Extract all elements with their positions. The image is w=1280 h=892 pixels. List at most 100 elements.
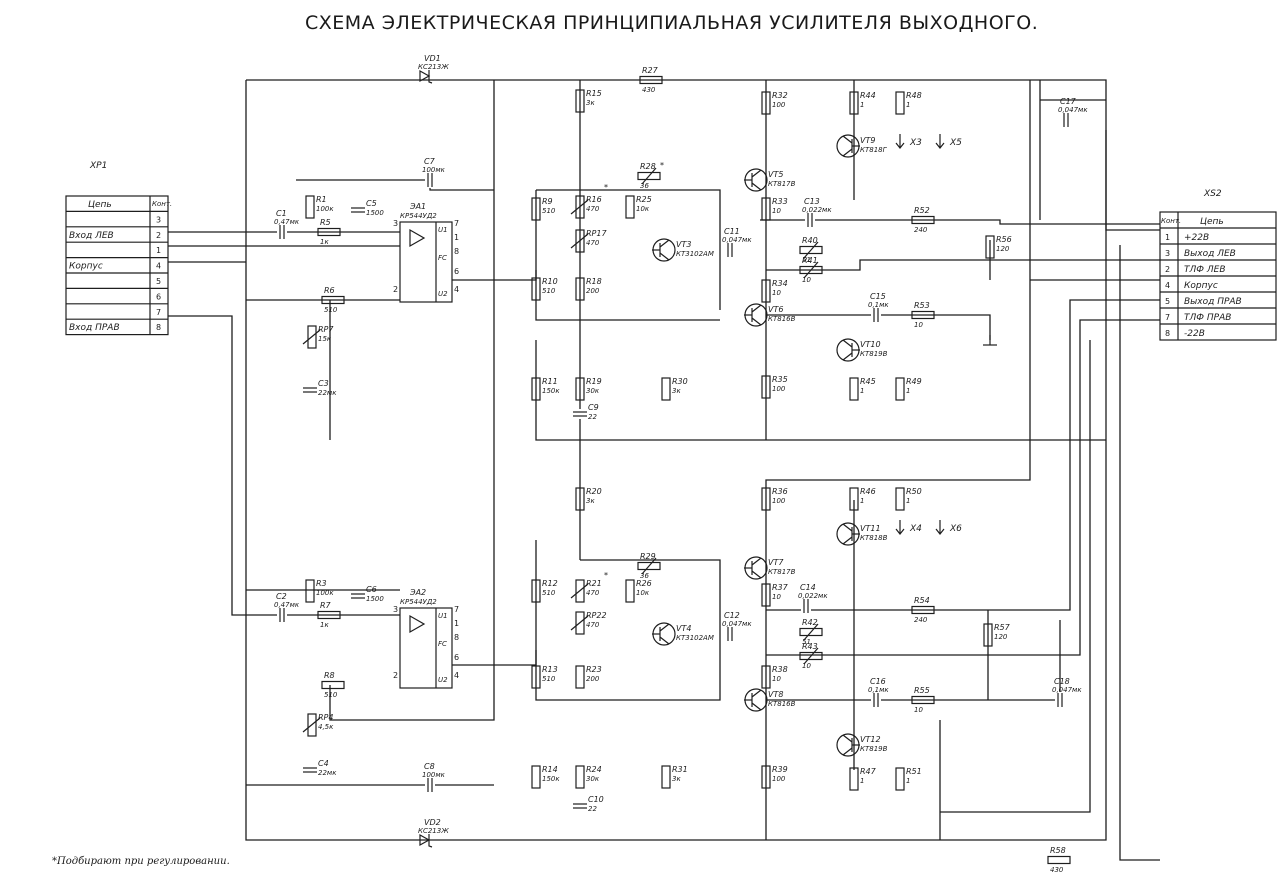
resistor-rp17 <box>570 229 589 253</box>
component-value-r20: 3к <box>586 497 595 505</box>
component-value-r53: 10 <box>914 321 923 329</box>
asterisk-r28: * <box>660 161 664 170</box>
resistor-r39 <box>761 765 771 789</box>
terminal-arrow-x3 <box>895 134 905 149</box>
capacitor-c6 <box>350 591 366 601</box>
component-ref-r8: R8 <box>324 671 335 680</box>
component-ref-r34: R34 <box>772 279 788 288</box>
component-ref-vt9: VT9 <box>860 136 875 145</box>
net-mid-bus <box>535 340 1106 441</box>
resistor-r38 <box>761 665 771 689</box>
component-ref-r14: R14 <box>542 765 558 774</box>
component-value-r26: 10к <box>636 589 650 597</box>
component-ref-vd1: VD1 <box>424 54 441 63</box>
component-value-r49: 1 <box>906 387 910 395</box>
component-ref-r11: R11 <box>542 377 558 386</box>
net-r43-out <box>766 319 1160 656</box>
component-ref-r15: R15 <box>586 89 602 98</box>
diode-vd1 <box>419 69 433 84</box>
opamp-pin-6-2: 6 <box>454 653 459 662</box>
resistor-r36 <box>761 487 771 511</box>
component-value-c18: 0,047мк <box>1052 686 1082 694</box>
asterisk-r21: * <box>604 571 608 580</box>
opamp-pin-7-1: 7 <box>454 219 459 228</box>
component-ref-r29: R29 <box>640 552 656 561</box>
resistor-r48 <box>895 91 905 115</box>
net-c7 <box>296 179 494 191</box>
net-lower-loop <box>535 540 721 701</box>
component-ref-r24: R24 <box>586 765 602 774</box>
component-ref-rp17: RP17 <box>586 229 607 238</box>
transistor-vt11 <box>836 522 860 546</box>
opamp-1 <box>399 221 453 303</box>
component-ref-r45: R45 <box>860 377 876 386</box>
capacitor-c2 <box>277 607 287 623</box>
resistor-r54 <box>911 605 935 615</box>
connector-xs2-header-net: Цепь <box>1200 217 1224 227</box>
net-ic2-out <box>452 650 537 666</box>
connector-xp1-header-net: Цепь <box>88 200 112 210</box>
component-ref-c13: C13 <box>804 197 820 206</box>
component-value-r32: 100 <box>772 101 786 109</box>
component-ref-r27: R27 <box>642 66 659 75</box>
terminal-arrow-x4 <box>895 520 905 535</box>
resistor-rp7 <box>302 325 321 349</box>
resistor-r7 <box>317 610 341 620</box>
opamp-mark-u2-1: U2 <box>438 290 448 298</box>
capacitor-c18 <box>1055 692 1065 708</box>
opamp-pin-4-2: 4 <box>454 671 459 680</box>
component-ref-c1: C1 <box>276 209 287 218</box>
component-value-r10: 510 <box>542 287 556 295</box>
resistor-r57 <box>983 623 993 647</box>
resistor-r9 <box>531 197 541 221</box>
component-ref-r56: R56 <box>996 235 1012 244</box>
resistor-r1 <box>305 195 315 219</box>
transistor-vt3 <box>652 238 676 262</box>
resistor-r55 <box>911 695 935 705</box>
terminal-label-x6: X6 <box>949 524 962 534</box>
component-value-r52: 240 <box>914 226 928 234</box>
resistor-r30 <box>661 377 671 401</box>
resistor-r45 <box>849 377 859 401</box>
component-ref-r6: R6 <box>324 286 335 295</box>
component-value-r6: 510 <box>324 306 338 314</box>
component-value-c5: 1500 <box>366 209 384 217</box>
resistor-r25 <box>625 195 635 219</box>
resistor-r11 <box>531 377 541 401</box>
resistor-r53 <box>911 310 935 320</box>
net-upper-left <box>535 190 720 321</box>
component-value-vd2: КС213Ж <box>418 827 449 835</box>
component-ref-r48: R48 <box>906 91 922 100</box>
component-ref-r55: R55 <box>914 686 930 695</box>
resistor-r44 <box>849 91 859 115</box>
connector-xp1-pin-2: 1 <box>156 246 161 255</box>
component-value-r58: 430 <box>1050 866 1064 874</box>
opamp-pin-1-1: 1 <box>454 233 459 242</box>
component-value-vt6: КТ816В <box>768 315 796 323</box>
transistor-vt4 <box>652 622 676 646</box>
footnote: *Подбирают при регулировании. <box>52 856 230 867</box>
component-value-vd1: КС213Ж <box>418 63 449 71</box>
opamp-pin-1-2: 1 <box>454 619 459 628</box>
resistor-r27 <box>639 75 663 85</box>
opamp-pin-6-1: 6 <box>454 267 459 276</box>
connector-xs2-net-6: -22В <box>1184 329 1205 339</box>
resistor-r51 <box>895 767 905 791</box>
component-ref-r16: R16 <box>586 195 602 204</box>
component-value-r19: 30к <box>586 387 600 395</box>
transistor-vt7 <box>744 556 768 580</box>
connector-xp1-designator: XP1 <box>89 161 107 171</box>
component-ref-c4: C4 <box>318 759 329 768</box>
capacitor-c15 <box>871 307 881 323</box>
component-value-rp7: 15к <box>318 335 332 343</box>
component-value-r21: 470 <box>586 589 600 597</box>
net-ic1-out <box>452 270 537 281</box>
connector-xs2-designator: XS2 <box>1203 189 1222 199</box>
capacitor-c9 <box>572 409 588 419</box>
ground-symbol <box>983 335 997 346</box>
opamp-mark-fc-2: FC <box>438 640 447 648</box>
opamp-pin-7-2: 7 <box>454 605 459 614</box>
component-ref-vt4: VT4 <box>676 624 691 633</box>
component-value-c8: 100мк <box>422 771 446 779</box>
component-ref-r40: R40 <box>802 236 818 245</box>
